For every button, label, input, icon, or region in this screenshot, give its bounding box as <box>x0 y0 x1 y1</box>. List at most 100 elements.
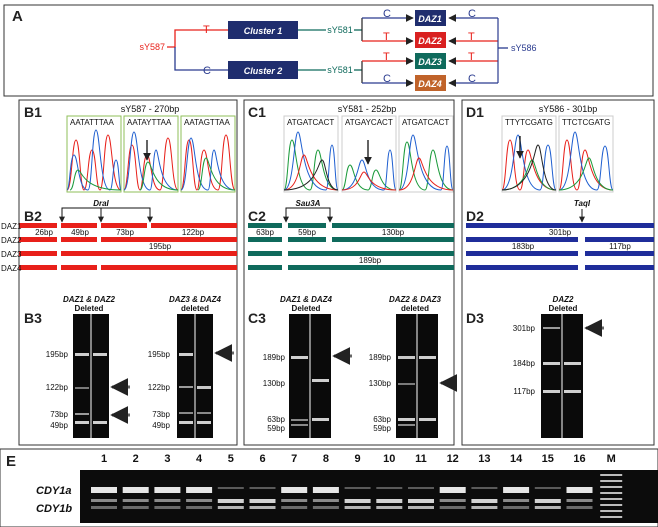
cluster1-box <box>228 21 298 39</box>
daz4-label: DAZ4 <box>418 79 442 89</box>
c-gel1 <box>289 314 331 438</box>
cdy1a-band <box>439 487 466 493</box>
cdy1a-band <box>376 487 403 489</box>
cdy1b-band <box>91 499 117 502</box>
gel-e <box>80 470 658 523</box>
cdy1b-band <box>408 499 434 503</box>
cdy1b-lower-band <box>503 506 530 509</box>
b-frag-49: 49bp <box>71 228 89 237</box>
b-enzyme: DraI <box>93 199 109 208</box>
b-gel2 <box>177 314 213 438</box>
c-gel1-l4: 59bp <box>267 424 285 433</box>
b-frag-26: 26bp <box>35 228 53 237</box>
c-title: sY581 - 252bp <box>338 104 397 114</box>
c-gel2-title: DAZ2 & DAZ3 <box>389 295 442 304</box>
b-gel2-l2: 122bp <box>148 383 171 392</box>
c2-allele-2: C <box>383 73 391 85</box>
c-gel1-l2: 130bp <box>263 379 286 388</box>
row-daz2: DAZ2 <box>1 236 22 245</box>
marker-band <box>600 516 623 518</box>
cdy1b-lower-band <box>217 506 244 509</box>
cdy1b-band <box>217 499 244 503</box>
cdy1b-lower-band <box>534 506 561 509</box>
c1-label: C1 <box>248 104 266 120</box>
cdy1b-band <box>186 499 213 502</box>
cdy1b-band <box>154 499 181 502</box>
marker-band <box>600 474 623 476</box>
d3-label: D3 <box>466 310 484 326</box>
daz2-label: DAZ2 <box>418 36 442 46</box>
b-chromatogram-3: AATAGTTAA <box>180 115 236 193</box>
c-gel1-l1: 189bp <box>263 353 286 362</box>
cdy1b-band <box>249 499 276 503</box>
cdy1b-band <box>344 499 371 503</box>
lane-label-9: 9 <box>355 453 361 465</box>
b-gel1-title: DAZ1 & DAZ2 <box>63 295 116 304</box>
lane-label-12: 12 <box>447 453 459 465</box>
cdy1b-label: CDY1b <box>36 503 72 515</box>
daz-row-labels: DAZ1 DAZ2 DAZ3 DAZ4 <box>1 222 22 273</box>
c-gel2-sub: deleted <box>401 304 429 313</box>
upper-allele: T <box>203 24 210 36</box>
row-daz1: DAZ1 <box>1 222 22 231</box>
b-seq-1: AATATTTAA <box>70 118 115 127</box>
d-gel-l3: 117bp <box>513 387 535 396</box>
cluster2-label: Cluster 2 <box>244 66 283 76</box>
cdy1b-lower-band <box>91 506 117 509</box>
lane-label-2: 2 <box>133 453 139 465</box>
b-gel1 <box>73 314 109 438</box>
lane-label-4: 4 <box>196 453 203 465</box>
r-allele-2: T <box>468 31 475 43</box>
lane-label-6: 6 <box>259 453 265 465</box>
d-gel-sub: Deleted <box>549 304 578 313</box>
c-gel2-l1: 189bp <box>369 353 392 362</box>
cdy1a-band <box>91 487 117 493</box>
cdy1b-band <box>439 499 466 502</box>
c-frag-63: 63bp <box>256 228 274 237</box>
panel-c: C1 sY581 - 252bp ATGATCACT ATGAYCACT ATG… <box>243 99 458 446</box>
cdy1b-lower-band <box>344 506 371 509</box>
cdy1b-band <box>534 499 561 503</box>
panel-b: B1 sY587 - 270bp AATATTTAA AATAYTTAA AAT… <box>18 99 238 446</box>
c3-label: C3 <box>248 310 266 326</box>
b1-label: B1 <box>24 104 42 120</box>
b-gel2-l4: 49bp <box>152 421 170 430</box>
cdy1b-band <box>566 499 593 502</box>
panel-e-label: E <box>6 453 16 470</box>
cdy1b-lower-band <box>122 506 149 509</box>
c-enzyme: Sau3A <box>296 199 321 208</box>
cdy1b-lower-band <box>249 506 276 509</box>
c-gel1-title: DAZ1 & DAZ4 <box>280 295 333 304</box>
r-allele-4: C <box>468 73 476 85</box>
cdy1b-band <box>503 499 530 502</box>
cdy1a-band <box>503 487 530 493</box>
lane-label-13: 13 <box>478 453 490 465</box>
c2-label: C2 <box>248 208 266 224</box>
c-seq-3: ATGATCACT <box>402 118 449 127</box>
marker-band <box>600 510 623 512</box>
cdy1b-band <box>281 499 308 502</box>
d-gel-l1: 301bp <box>513 324 536 333</box>
c-gel1-l3: 63bp <box>267 415 285 424</box>
cdy1a-band <box>312 487 339 493</box>
cdy1a-band <box>249 487 276 489</box>
cdy1b-lower-band <box>376 506 403 509</box>
row-daz3: DAZ3 <box>1 250 22 259</box>
cluster1-label: Cluster 1 <box>244 26 283 36</box>
marker-band <box>600 492 623 494</box>
cdy1b-band <box>471 499 498 503</box>
cdy1b-lower-band <box>566 506 593 509</box>
c1-allele-2: T <box>383 31 390 43</box>
cdy1a-band <box>281 487 308 493</box>
panel-d: D1 sY586 - 301bp TTYTCGATG TTCTCGATG D2 … <box>461 99 655 446</box>
cdy1b-band <box>122 499 149 502</box>
c-seq-1: ATGATCACT <box>287 118 334 127</box>
mid-marker-upper: sY581 <box>327 25 353 35</box>
c-gel2-l4: 59bp <box>373 424 391 433</box>
daz1-label: DAZ1 <box>418 14 442 24</box>
c-chromatogram-2: ATGAYCACT <box>341 115 397 193</box>
b-bars <box>19 223 237 270</box>
d-gel-title: DAZ2 <box>553 295 574 304</box>
